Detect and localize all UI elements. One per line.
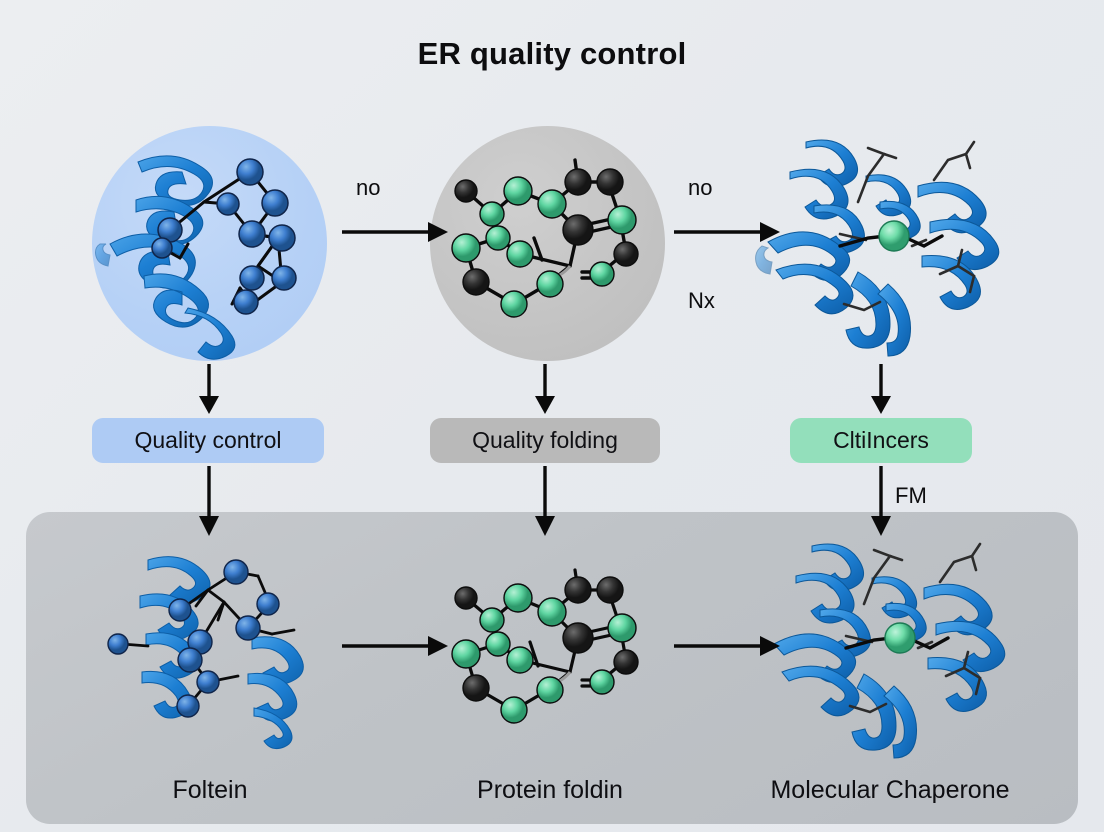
arrow-bottom-2 bbox=[674, 636, 780, 656]
arrow-label-no-2: no bbox=[688, 175, 713, 200]
arrow-down-unfolded-to-qc bbox=[199, 364, 219, 414]
caption-protein-foldin: Protein foldin bbox=[477, 776, 623, 804]
arrow-top-2 bbox=[674, 222, 780, 242]
arrow-down-folded-to-cl bbox=[871, 364, 891, 414]
badge-quality-control[interactable]: Quality control bbox=[92, 418, 324, 463]
unfolded-protein-structure bbox=[95, 155, 297, 360]
arrow-label-nx: Nx bbox=[688, 288, 715, 313]
bottom-molecular-chaperone-structure bbox=[773, 542, 1006, 759]
caption-molecular-chaperone: Molecular Chaperone bbox=[770, 776, 1010, 804]
arrow-down-qc-to-foltein bbox=[199, 466, 219, 536]
bottom-protein-foldin-structure bbox=[451, 568, 639, 724]
arrow-label-no-1: no bbox=[356, 175, 381, 200]
arrow-down-intermediate-to-qf bbox=[535, 364, 555, 414]
arrow-label-fm: FM bbox=[895, 483, 927, 508]
arrow-top-1 bbox=[342, 222, 448, 242]
bottom-foltein-structure bbox=[107, 556, 304, 749]
caption-foltein: Foltein bbox=[172, 776, 248, 804]
badge-quality-folding[interactable]: Quality folding bbox=[430, 418, 660, 463]
badge-quality-control-label: Quality control bbox=[134, 427, 282, 453]
folded-protein-structure bbox=[755, 139, 1000, 357]
arrow-down-qf-to-protein-foldin bbox=[535, 466, 555, 536]
arrow-down-cl-to-chaperone bbox=[871, 466, 891, 536]
folding-intermediate-structure bbox=[451, 158, 639, 318]
figure-title: ER quality control bbox=[417, 36, 687, 71]
badge-cltiincers-label: CltiIncers bbox=[833, 427, 929, 453]
arrow-bottom-1 bbox=[342, 636, 448, 656]
badge-cltiincers[interactable]: CltiIncers bbox=[790, 418, 972, 463]
badge-quality-folding-label: Quality folding bbox=[472, 427, 618, 453]
